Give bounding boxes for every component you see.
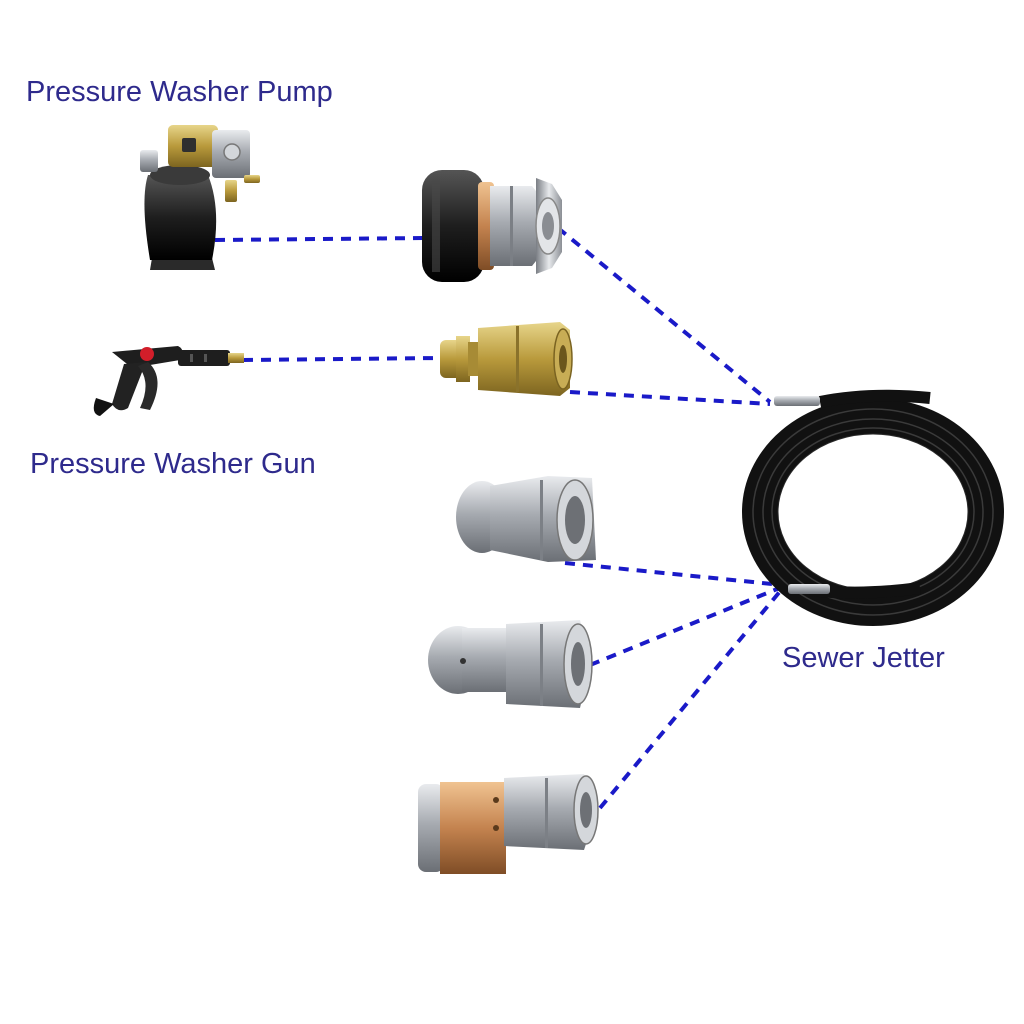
rotating-nozzle-icon	[418, 774, 599, 874]
line-nozzle3-to-hose	[598, 587, 784, 810]
line-nozzle1-to-hose	[564, 561, 783, 587]
pressure-washer-pump-icon	[140, 125, 260, 270]
pressure-washer-gun-icon	[93, 346, 244, 416]
sewer-jetter-label: Sewer Jetter	[782, 642, 945, 674]
line-coupler-to-hose	[556, 226, 772, 404]
quick-connect-plug-icon	[440, 322, 573, 396]
pressure-washer-gun-label: Pressure Washer Gun	[30, 448, 316, 480]
line-gun-to-plug	[242, 356, 441, 362]
sewer-jetter-hose-icon	[742, 389, 1004, 626]
line-plug-to-hose	[569, 390, 771, 406]
forward-jet-nozzle-icon	[428, 620, 593, 708]
line-pump-to-coupler	[214, 236, 429, 242]
button-nozzle-icon	[456, 476, 596, 562]
pressure-washer-pump-label: Pressure Washer Pump	[26, 76, 333, 108]
m22-coupler-icon	[422, 170, 562, 282]
connector-lines	[214, 226, 784, 810]
